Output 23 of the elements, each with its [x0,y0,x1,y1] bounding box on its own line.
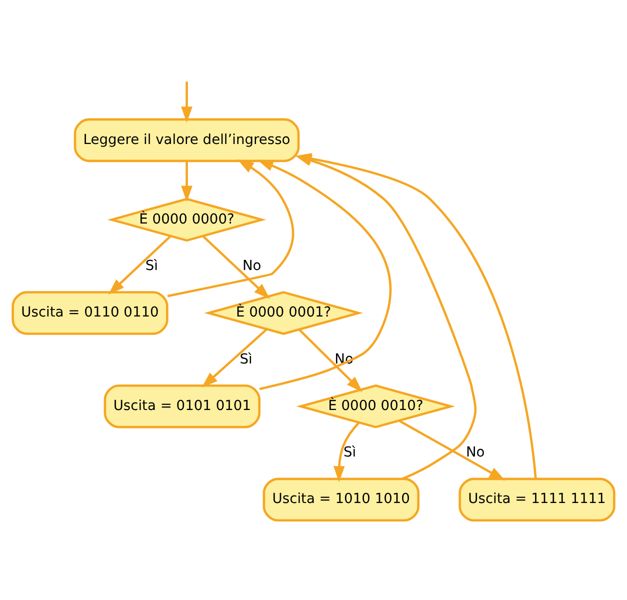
node-diamond: È 0000 0000? [107,197,266,242]
node-box: Leggere il valore dell’ingresso [74,118,300,162]
arrow [398,419,506,480]
edge-label: Sì [240,350,252,367]
node-box: Uscita = 0110 0110 [12,290,168,334]
arrow [181,81,192,122]
arrow [257,159,392,390]
arrow [298,328,362,392]
edge-label: Sì [343,444,356,460]
node-box: Uscita = 0101 0101 [104,384,260,428]
edge-label: Sì [145,257,158,274]
edge-label: No [466,444,485,460]
arrow [202,328,268,388]
arrow [167,158,294,297]
arrow [333,421,360,482]
arrow [108,234,172,294]
node-diamond: È 0000 0001? [204,290,363,334]
node-box: Uscita = 1111 1111 [458,477,616,522]
node-box: Uscita = 1010 1010 [262,477,420,522]
arrow [181,160,192,202]
edge-label: No [242,257,262,274]
node-diamond: È 0000 0010? [296,384,456,428]
arrow [202,234,270,299]
